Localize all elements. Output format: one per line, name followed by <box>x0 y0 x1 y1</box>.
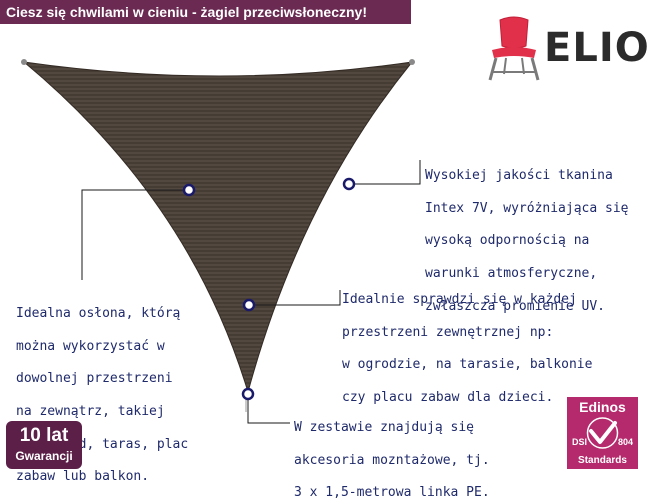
marker-kit <box>241 387 255 401</box>
certificate-footer: Standards <box>578 455 627 466</box>
marker-use <box>182 183 196 197</box>
feature-line: dowolnej przestrzeni <box>16 371 173 387</box>
marker-fabric <box>342 177 356 191</box>
brand-name: ELIOR <box>544 25 650 71</box>
feature-fabric: Wysokiej jakości tkanina Intex 7V, wyróż… <box>425 152 629 315</box>
feature-line: W zestawie znajdują się <box>294 420 475 436</box>
feature-line: wysoką odpornością na <box>425 233 590 249</box>
marker-places <box>242 298 256 312</box>
feature-line: czy placu zabaw dla dzieci. <box>342 390 554 406</box>
feature-line: w ogrodzie, na tarasie, balkonie <box>342 357 593 373</box>
feature-line: Intex 7V, wyróżniająca się <box>425 200 629 216</box>
certificate-right-code: 804 <box>617 437 633 447</box>
feature-places: Idealnie sprawdzi się w każdej przestrze… <box>342 276 592 406</box>
feature-line: akcesoria mozntażowe, tj. <box>294 452 490 468</box>
top-banner: Ciesz się chwilami w cieniu - żagiel prz… <box>0 0 411 24</box>
banner-title: Ciesz się chwilami w cieniu - żagiel prz… <box>6 4 368 20</box>
feature-kit: W zestawie znajdują się akcesoria moznta… <box>294 404 490 502</box>
feature-line: przestrzeni zewnętrznej np: <box>342 324 554 340</box>
certificate-left-code: DSI <box>572 437 588 447</box>
warranty-badge: 10 lat Gwarancji <box>6 421 82 469</box>
feature-line: na zewnątrz, takiej <box>16 404 165 420</box>
feature-line: Idealnie sprawdzi się w każdej <box>342 292 577 308</box>
feature-line: warunki atmosferyczne, <box>425 266 598 282</box>
certificate-brand: Edinos <box>579 399 626 415</box>
edinos-certificate: Edinos DSI 804 Standards <box>567 397 638 469</box>
leader-lines <box>81 160 421 424</box>
feature-line: można wykorzystać w <box>16 338 165 354</box>
checkmark-seal-icon <box>586 417 619 449</box>
warranty-years: 10 lat <box>19 425 69 446</box>
feature-line: 3 x 1,5-metrowa linka PE. <box>294 485 490 501</box>
chair-logo-icon <box>488 16 540 81</box>
feature-line: zwłaszcza promienie UV. <box>425 298 606 314</box>
warranty-label: Gwarancji <box>15 449 73 463</box>
feature-line: Idealna osłona, którą <box>16 306 181 322</box>
feature-line: Wysokiej jakości tkanina <box>425 168 613 184</box>
